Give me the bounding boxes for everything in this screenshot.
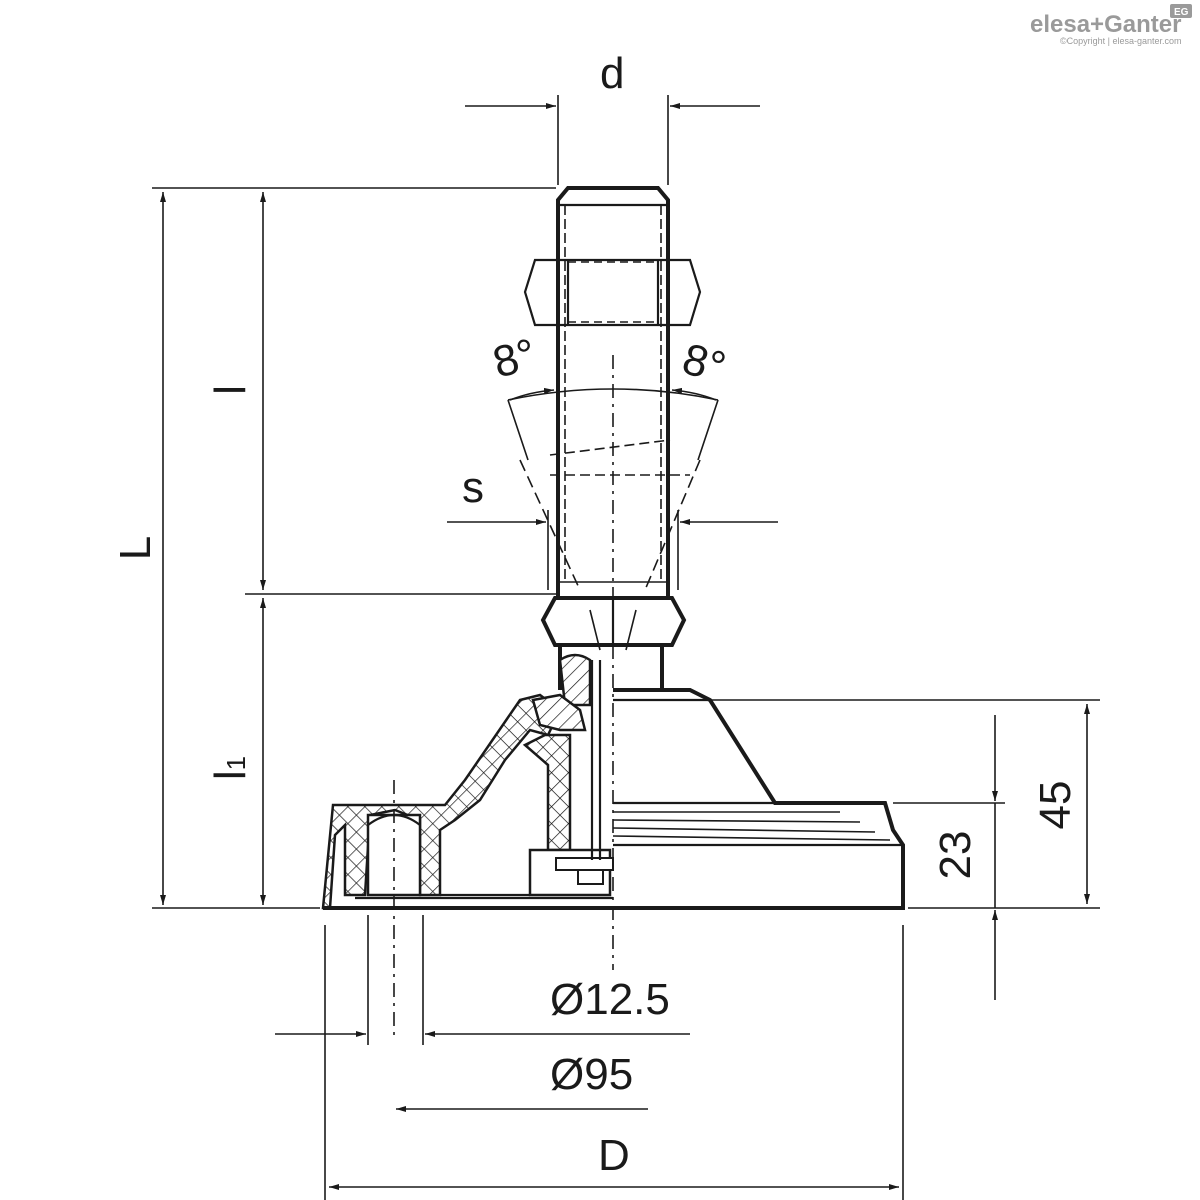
dim-d-label: d [600, 49, 624, 98]
dim-dia-12-5: Ø12.5 [275, 915, 690, 1045]
dim-45: 45 [705, 699, 1100, 909]
base-section [321, 660, 614, 910]
dim-D-label: D [598, 1131, 630, 1180]
dim-l: l [206, 192, 556, 595]
dim-s: s [447, 463, 778, 590]
base-exterior [612, 688, 905, 910]
brand-badge-text: EG [1174, 7, 1189, 18]
stud-neck [558, 645, 664, 707]
dim-D: D [324, 925, 904, 1200]
brand-badge-icon [1170, 4, 1192, 18]
dim-dia-12-5-label: Ø12.5 [550, 975, 670, 1024]
dim-angle-left-label: 8° [488, 329, 541, 387]
dim-23-label: 23 [931, 831, 980, 880]
dim-23: 23 [893, 715, 1005, 1000]
dim-L-label: L [111, 536, 160, 560]
dim-angle-right-label: 8° [677, 334, 730, 392]
dim-dia-95: Ø95 [396, 1050, 648, 1112]
threaded-stud [556, 186, 670, 600]
dim-s-label: s [462, 463, 484, 512]
dim-l-label: l [206, 385, 255, 395]
dim-L: L [111, 187, 556, 909]
dim-dia-95-label: Ø95 [550, 1050, 633, 1099]
dim-45-label: 45 [1031, 781, 1080, 830]
brand-logo: elesa+Ganter EG ©Copyright | elesa-gante… [1030, 4, 1192, 46]
upper-nut [523, 258, 702, 327]
dim-l1-label: l1 [206, 756, 255, 780]
dim-d: d [465, 49, 760, 185]
brand-name: elesa+Ganter [1030, 11, 1181, 38]
copyright-text: ©Copyright | elesa-ganter.com [1060, 36, 1182, 46]
dim-l1: l1 [206, 598, 266, 905]
